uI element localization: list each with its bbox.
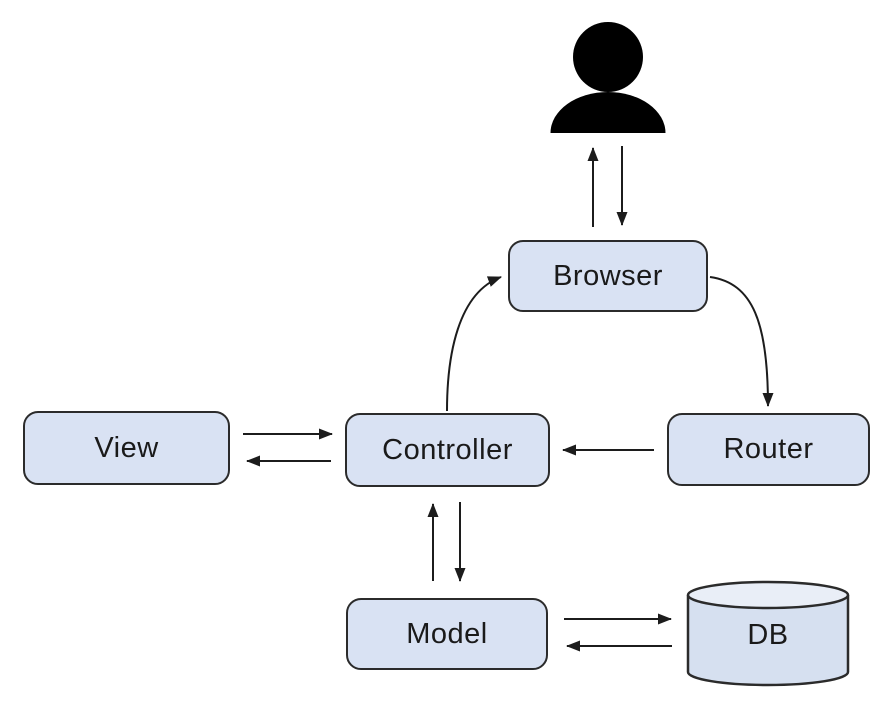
node-controller: Controller [345, 413, 550, 487]
node-view: View [23, 411, 230, 485]
node-browser-label: Browser [553, 259, 663, 292]
node-router-label: Router [723, 433, 814, 465]
node-controller-label: Controller [382, 433, 513, 466]
node-browser: Browser [508, 240, 708, 312]
node-model: Model [346, 598, 548, 670]
node-view-label: View [94, 431, 159, 464]
edge-controller-to-browser-curve [446, 276, 502, 412]
node-router: Router [667, 413, 870, 486]
node-db-label: DB [747, 618, 789, 651]
user-icon [550, 22, 666, 133]
node-model-label: Model [406, 617, 488, 650]
node-db: DB [688, 600, 848, 670]
edge-browser-to-router-curve [709, 276, 774, 407]
